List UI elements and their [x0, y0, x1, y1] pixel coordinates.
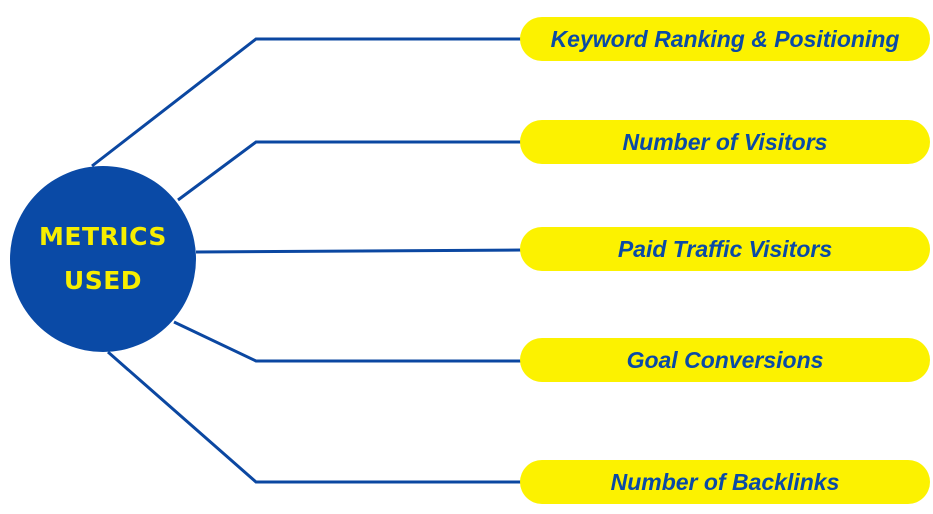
hub-label-line2: USED: [63, 266, 143, 295]
metrics-used-hub: METRICS USED: [10, 166, 196, 352]
metric-pill-number-of-visitors: Number of Visitors: [520, 120, 930, 164]
metric-label: Number of Visitors: [622, 128, 828, 155]
metric-label: Keyword Ranking & Positioning: [550, 25, 900, 52]
metric-label: Paid Traffic Visitors: [617, 235, 833, 262]
metric-pill-paid-traffic-visitors: Paid Traffic Visitors: [520, 227, 930, 271]
connector-line-visitors: [177, 140, 522, 202]
connector-line-goal: [173, 320, 522, 363]
metric-pill-goal-conversions: Goal Conversions: [520, 338, 930, 382]
metric-pill-number-of-backlinks: Number of Backlinks: [520, 460, 930, 504]
connector-line-keyword: [91, 37, 522, 168]
metric-pill-keyword-ranking: Keyword Ranking & Positioning: [520, 17, 930, 61]
metric-label: Goal Conversions: [626, 346, 824, 373]
metric-label: Number of Backlinks: [610, 468, 840, 495]
connector-line-backlinks: [107, 350, 522, 484]
connector-line-paid: [195, 248, 523, 254]
hub-label-line1: METRICS: [39, 222, 167, 251]
